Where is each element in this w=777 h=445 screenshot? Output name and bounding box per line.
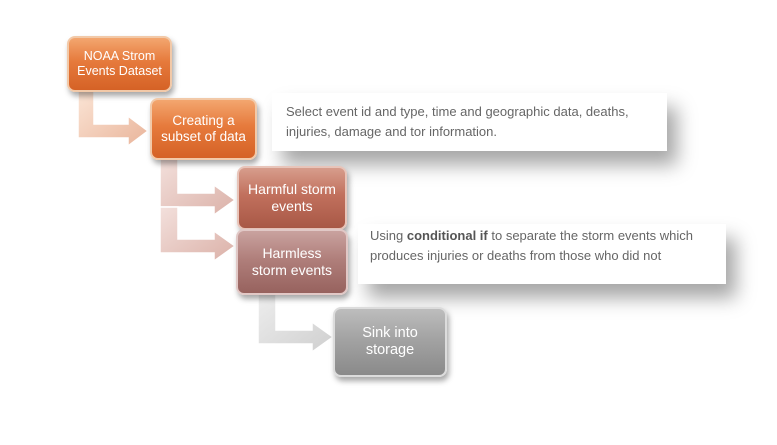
step-noaa-dataset-label: NOAA Strom Events Dataset bbox=[77, 49, 162, 78]
note-split-suffix: to separate the storm events which produ… bbox=[370, 228, 693, 264]
step-sink-storage: Sink into storage bbox=[333, 307, 447, 377]
arrow-subset-to-harmless bbox=[159, 206, 237, 263]
note-subset-text: Select event id and type, time and geogr… bbox=[286, 104, 629, 140]
step-harmful-events-label: Harmful storm events bbox=[248, 181, 336, 214]
arrow-subset-to-harmful bbox=[159, 157, 237, 217]
step-harmless-events-label: Harmless storm events bbox=[251, 245, 333, 278]
step-sink-storage-label: Sink into storage bbox=[362, 324, 418, 358]
step-noaa-dataset: NOAA Strom Events Dataset bbox=[67, 36, 172, 92]
step-create-subset: Creating a subset of data bbox=[150, 98, 257, 160]
step-harmful-events: Harmful storm events bbox=[237, 166, 347, 230]
arrow-harmless-to-storage bbox=[257, 291, 335, 354]
step-create-subset-label: Creating a subset of data bbox=[161, 112, 246, 144]
note-split-bold: conditional if bbox=[406, 228, 488, 243]
step-harmless-events: Harmless storm events bbox=[236, 229, 348, 295]
note-conditional-split: Using conditional if to separate the sto… bbox=[358, 224, 726, 284]
note-split-prefix: Using bbox=[370, 228, 407, 243]
arrow-dataset-to-subset bbox=[77, 89, 150, 148]
note-subset-selection: Select event id and type, time and geogr… bbox=[272, 93, 667, 151]
